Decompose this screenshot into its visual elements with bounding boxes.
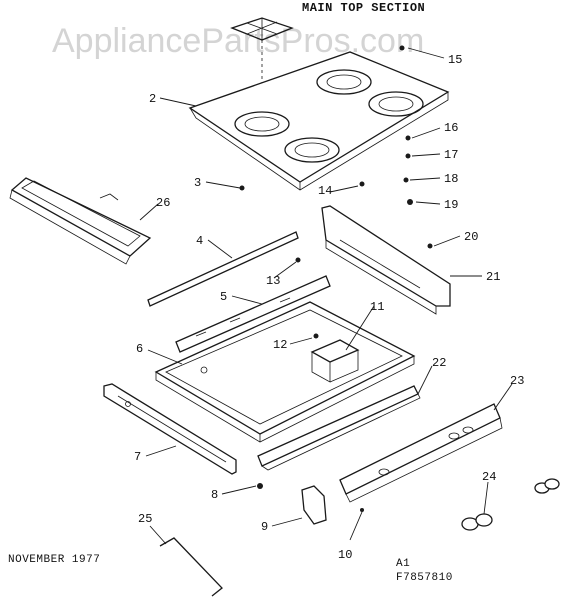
callout-24: 24 — [482, 470, 496, 484]
part-wire — [159, 537, 223, 597]
part-main-top — [188, 51, 450, 191]
callout-13: 13 — [266, 274, 280, 288]
callout-25: 25 — [138, 512, 152, 526]
callout-2: 2 — [149, 92, 156, 106]
callout-4: 4 — [196, 234, 203, 248]
date-label: NOVEMBER 1977 — [8, 554, 100, 566]
part-bracket — [310, 339, 360, 383]
callout-16: 16 — [444, 121, 458, 135]
part-rear-rail — [321, 205, 451, 315]
part-lower-rail — [339, 403, 503, 503]
callout-9: 9 — [261, 520, 268, 534]
callout-7: 7 — [134, 450, 141, 464]
part-tray — [9, 177, 152, 265]
callout-15: 15 — [448, 53, 462, 67]
callout-11: 11 — [370, 300, 384, 314]
callout-26: 26 — [156, 196, 170, 210]
callout-12: 12 — [273, 338, 287, 352]
callout-18: 18 — [444, 172, 458, 186]
callout-17: 17 — [444, 148, 458, 162]
part-side-trim — [103, 383, 237, 475]
callout-23: 23 — [510, 374, 524, 388]
part-burner-box — [154, 301, 416, 443]
part-bracket-strip — [175, 275, 331, 353]
section-title: MAIN TOP SECTION — [302, 1, 425, 15]
callout-14: 14 — [318, 184, 332, 198]
callout-22: 22 — [432, 356, 446, 370]
callout-3: 3 — [194, 176, 201, 190]
watermark: AppliancePartsPros.com — [52, 22, 424, 60]
callout-20: 20 — [464, 230, 478, 244]
callout-8: 8 — [211, 488, 218, 502]
callout-21: 21 — [486, 270, 500, 284]
callout-19: 19 — [444, 198, 458, 212]
part-knobs — [461, 478, 560, 531]
hardware-dots — [239, 45, 433, 512]
part-rod — [147, 231, 299, 307]
leader-lines — [139, 47, 513, 545]
code-line-1: A1 — [396, 558, 410, 570]
callout-5: 5 — [220, 290, 227, 304]
callout-10: 10 — [338, 548, 352, 562]
part-clip — [301, 485, 327, 525]
part-grate — [230, 17, 294, 110]
code-line-2: F7857810 — [396, 572, 453, 584]
callout-labels: 2 3 4 5 6 7 8 9 10 11 12 13 14 15 16 17 … — [134, 53, 524, 562]
callout-6: 6 — [136, 342, 143, 356]
